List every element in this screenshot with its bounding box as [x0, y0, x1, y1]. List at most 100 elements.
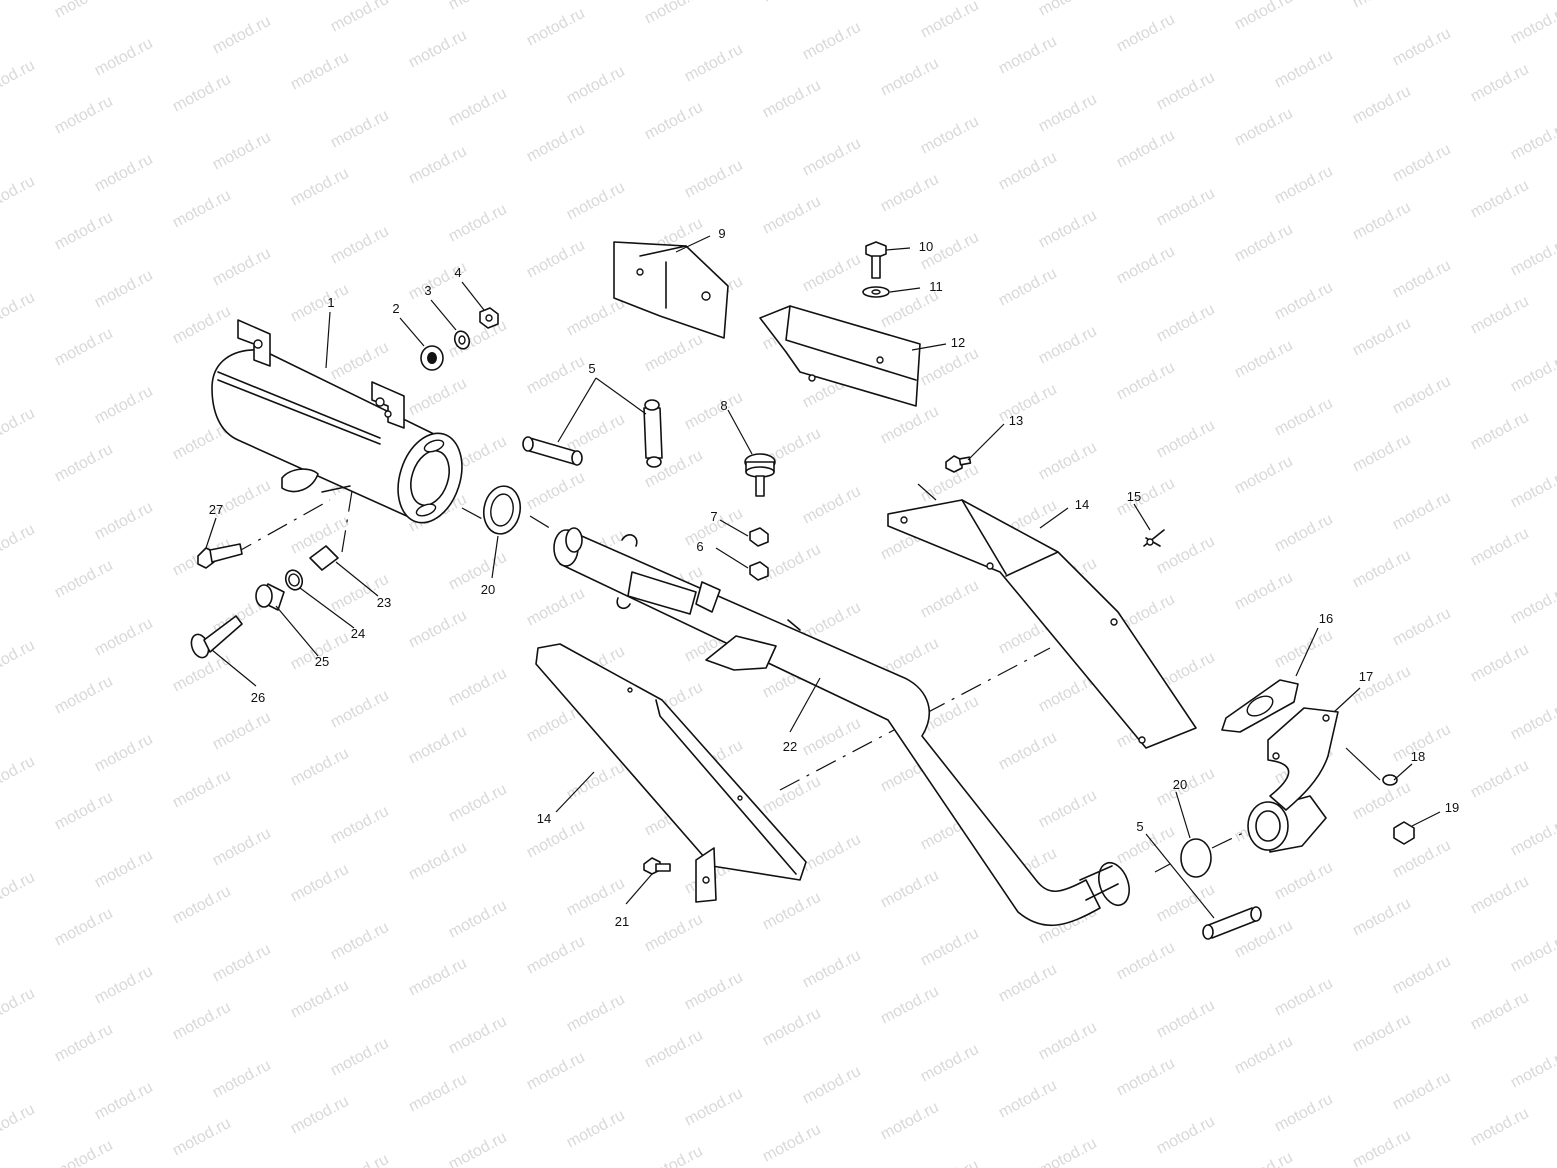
watermark-text: motod.ru [800, 483, 864, 528]
exhaust-elbow [1247, 707, 1339, 853]
watermark-text: motod.ru [878, 867, 942, 912]
watermark-text: motod.ru [0, 1101, 38, 1146]
screw [945, 455, 972, 473]
o-ring [284, 569, 304, 591]
washer [453, 330, 471, 350]
clip [1143, 529, 1165, 547]
watermark-text: motod.ru [1468, 177, 1532, 222]
watermark-text: motod.ru [1154, 997, 1218, 1042]
watermark-text: motod.ru [1468, 989, 1532, 1034]
watermark-text: motod.ru [1232, 221, 1296, 266]
watermark-text: motod.ru [52, 0, 116, 22]
watermark-text: motod.ru [0, 753, 38, 798]
watermark-text: motod.ru [92, 615, 156, 660]
watermark-text: motod.ru [1350, 199, 1414, 244]
watermark-text: motod.ru [1468, 757, 1532, 802]
washer [862, 286, 890, 298]
watermark-text: motod.ru [288, 745, 352, 790]
watermark-text: motod.ru [564, 759, 628, 804]
watermark-text: motod.ru [564, 63, 628, 108]
callout-26: 26 [251, 690, 265, 705]
watermark-text: motod.ru [800, 947, 864, 992]
nut [749, 561, 769, 581]
watermark-text: motod.ru [52, 557, 116, 602]
callout-23: 23 [377, 595, 391, 610]
watermark-text: motod.ru [446, 1129, 510, 1168]
watermark-text: motod.ru [682, 157, 746, 202]
watermark-text: motod.ru [1508, 1047, 1557, 1092]
heat-shield-bracket [613, 241, 729, 339]
mounting-bracket [759, 305, 921, 407]
watermark-text: motod.ru [210, 245, 274, 290]
watermark-text: motod.ru [288, 281, 352, 326]
watermark-text: motod.ru [642, 331, 706, 376]
watermark-text: motod.ru [52, 441, 116, 486]
watermark-text: motod.ru [328, 803, 392, 848]
watermark-text: motod.ru [92, 383, 156, 428]
watermark-text: motod.ru [1350, 779, 1414, 824]
watermark-text: motod.ru [760, 1121, 824, 1166]
watermark-text: motod.ru [760, 193, 824, 238]
callout-13: 13 [1009, 413, 1023, 428]
watermark-text: motod.ru [328, 687, 392, 732]
watermark-text: motod.ru [1114, 127, 1178, 172]
watermark-text: motod.ru [52, 1021, 116, 1066]
watermark-text: motod.ru [170, 187, 234, 232]
watermark-text: motod.ru [800, 251, 864, 296]
watermark-text: motod.ru [524, 237, 588, 282]
callout-14a: 14 [1075, 497, 1089, 512]
callout-27: 27 [209, 502, 223, 517]
watermark-text: motod.ru [918, 113, 982, 158]
watermark-text: motod.ru [682, 1085, 746, 1130]
nut [1393, 821, 1415, 845]
watermark-text: motod.ru [1232, 105, 1296, 150]
watermark-text: motod.ru [1114, 11, 1178, 56]
watermark-text: motod.ru [1390, 489, 1454, 534]
gasket [1221, 679, 1299, 733]
watermark-text: motod.ru [1154, 417, 1218, 462]
watermark-text: motod.ru [170, 303, 234, 348]
watermark-text: motod.ru [1154, 69, 1218, 114]
watermark-text: motod.ru [564, 991, 628, 1036]
watermark-text: motod.ru [0, 985, 38, 1030]
watermark-text: motod.ru [1272, 859, 1336, 904]
watermark-text: motod.ru [1272, 975, 1336, 1020]
spacer-tube [309, 545, 339, 571]
watermark-text: motod.ru [406, 27, 470, 72]
watermark-text: motod.ru [1468, 641, 1532, 686]
watermark-text: motod.ru [1036, 1019, 1100, 1064]
watermark-text: motod.ru [0, 405, 38, 450]
watermark-text: motod.ru [1232, 1033, 1296, 1078]
watermark-text: motod.ru [642, 0, 706, 28]
watermark-text: motod.ru [760, 541, 824, 586]
watermark-text: motod.ru [328, 919, 392, 964]
watermark-text: motod.ru [52, 789, 116, 834]
watermark-text: motod.ru [1508, 815, 1557, 860]
watermark-text: motod.ru [996, 729, 1060, 774]
watermark-text: motod.ru [760, 0, 824, 6]
exhaust-seal [1180, 838, 1212, 878]
watermark-text: motod.ru [1390, 1069, 1454, 1114]
watermark-text: motod.ru [1272, 395, 1336, 440]
watermark-text: motod.ru [1350, 1011, 1414, 1056]
watermark-text: motod.ru [288, 1093, 352, 1138]
watermark-text: motod.ru [92, 847, 156, 892]
watermark-text: motod.ru [1390, 837, 1454, 882]
watermark-text: motod.ru [288, 977, 352, 1022]
callout-12: 12 [951, 335, 965, 350]
watermark-text: motod.ru [800, 715, 864, 760]
watermark-text: motod.ru [918, 345, 982, 390]
watermark-text: motod.ru [564, 1107, 628, 1152]
watermark-text: motod.ru [1154, 301, 1218, 346]
watermark-text: motod.ru [446, 1013, 510, 1058]
watermark-text: motod.ru [1508, 235, 1557, 280]
watermark-text: motod.ru [406, 955, 470, 1000]
grommet [420, 345, 444, 371]
watermark-text: motod.ru [406, 375, 470, 420]
callout-18: 18 [1411, 749, 1425, 764]
watermark-text: motod.ru [760, 77, 824, 122]
watermark-text: motod.ru [446, 897, 510, 942]
muffler [211, 319, 463, 524]
